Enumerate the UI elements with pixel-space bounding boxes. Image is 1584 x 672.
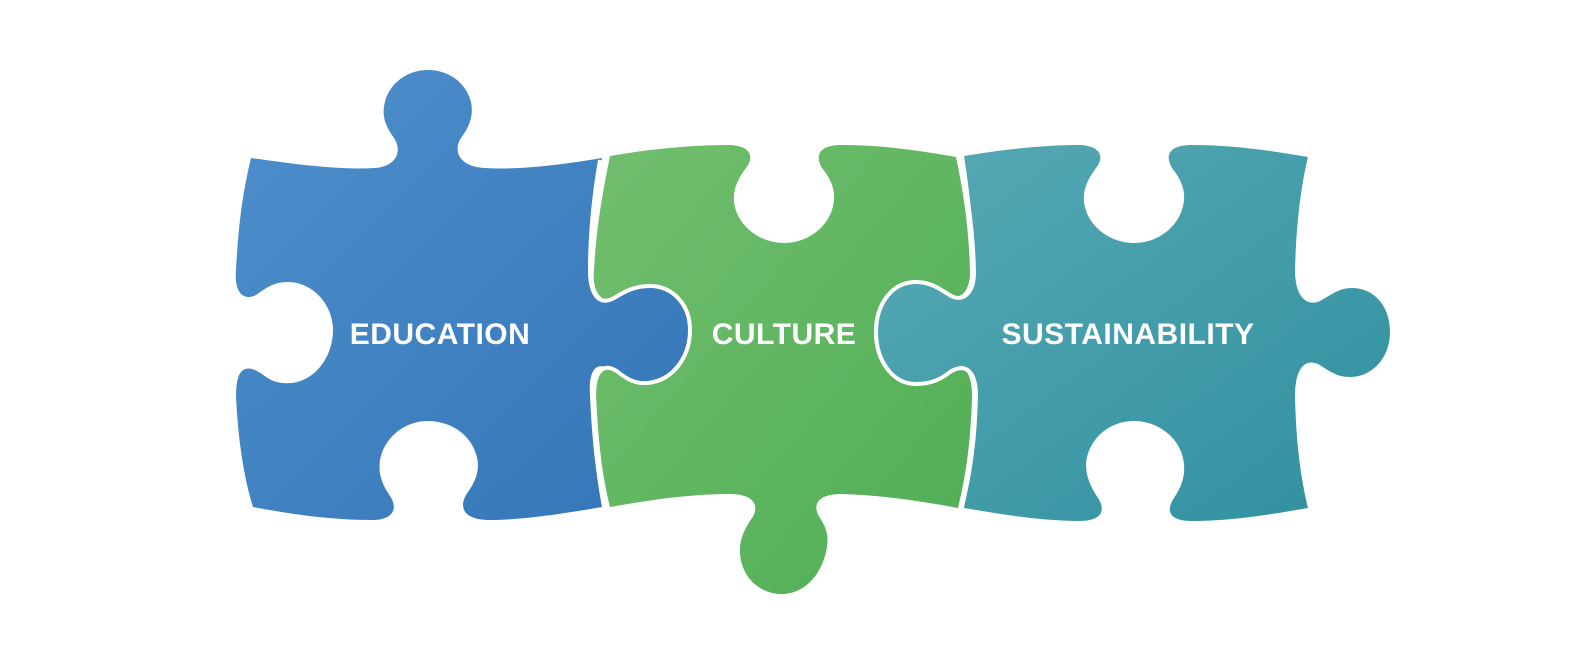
culture-right-socket-outline bbox=[874, 159, 978, 507]
label-sustainability: SUSTAINABILITY bbox=[1001, 318, 1254, 351]
puzzle-piece-sustainability: SUSTAINABILITY bbox=[876, 145, 1390, 521]
culture-left-tab-outline bbox=[588, 159, 692, 507]
puzzle-piece-sustainability-shape bbox=[876, 145, 1390, 521]
puzzle-piece-education: EDUCATION bbox=[235, 70, 691, 520]
puzzle-piece-culture: CULTURE bbox=[588, 145, 978, 594]
puzzle-piece-education-shape bbox=[235, 70, 691, 520]
puzzle-piece-culture-shape bbox=[593, 145, 972, 594]
label-culture: CULTURE bbox=[712, 318, 857, 351]
label-education: EDUCATION bbox=[350, 318, 531, 351]
